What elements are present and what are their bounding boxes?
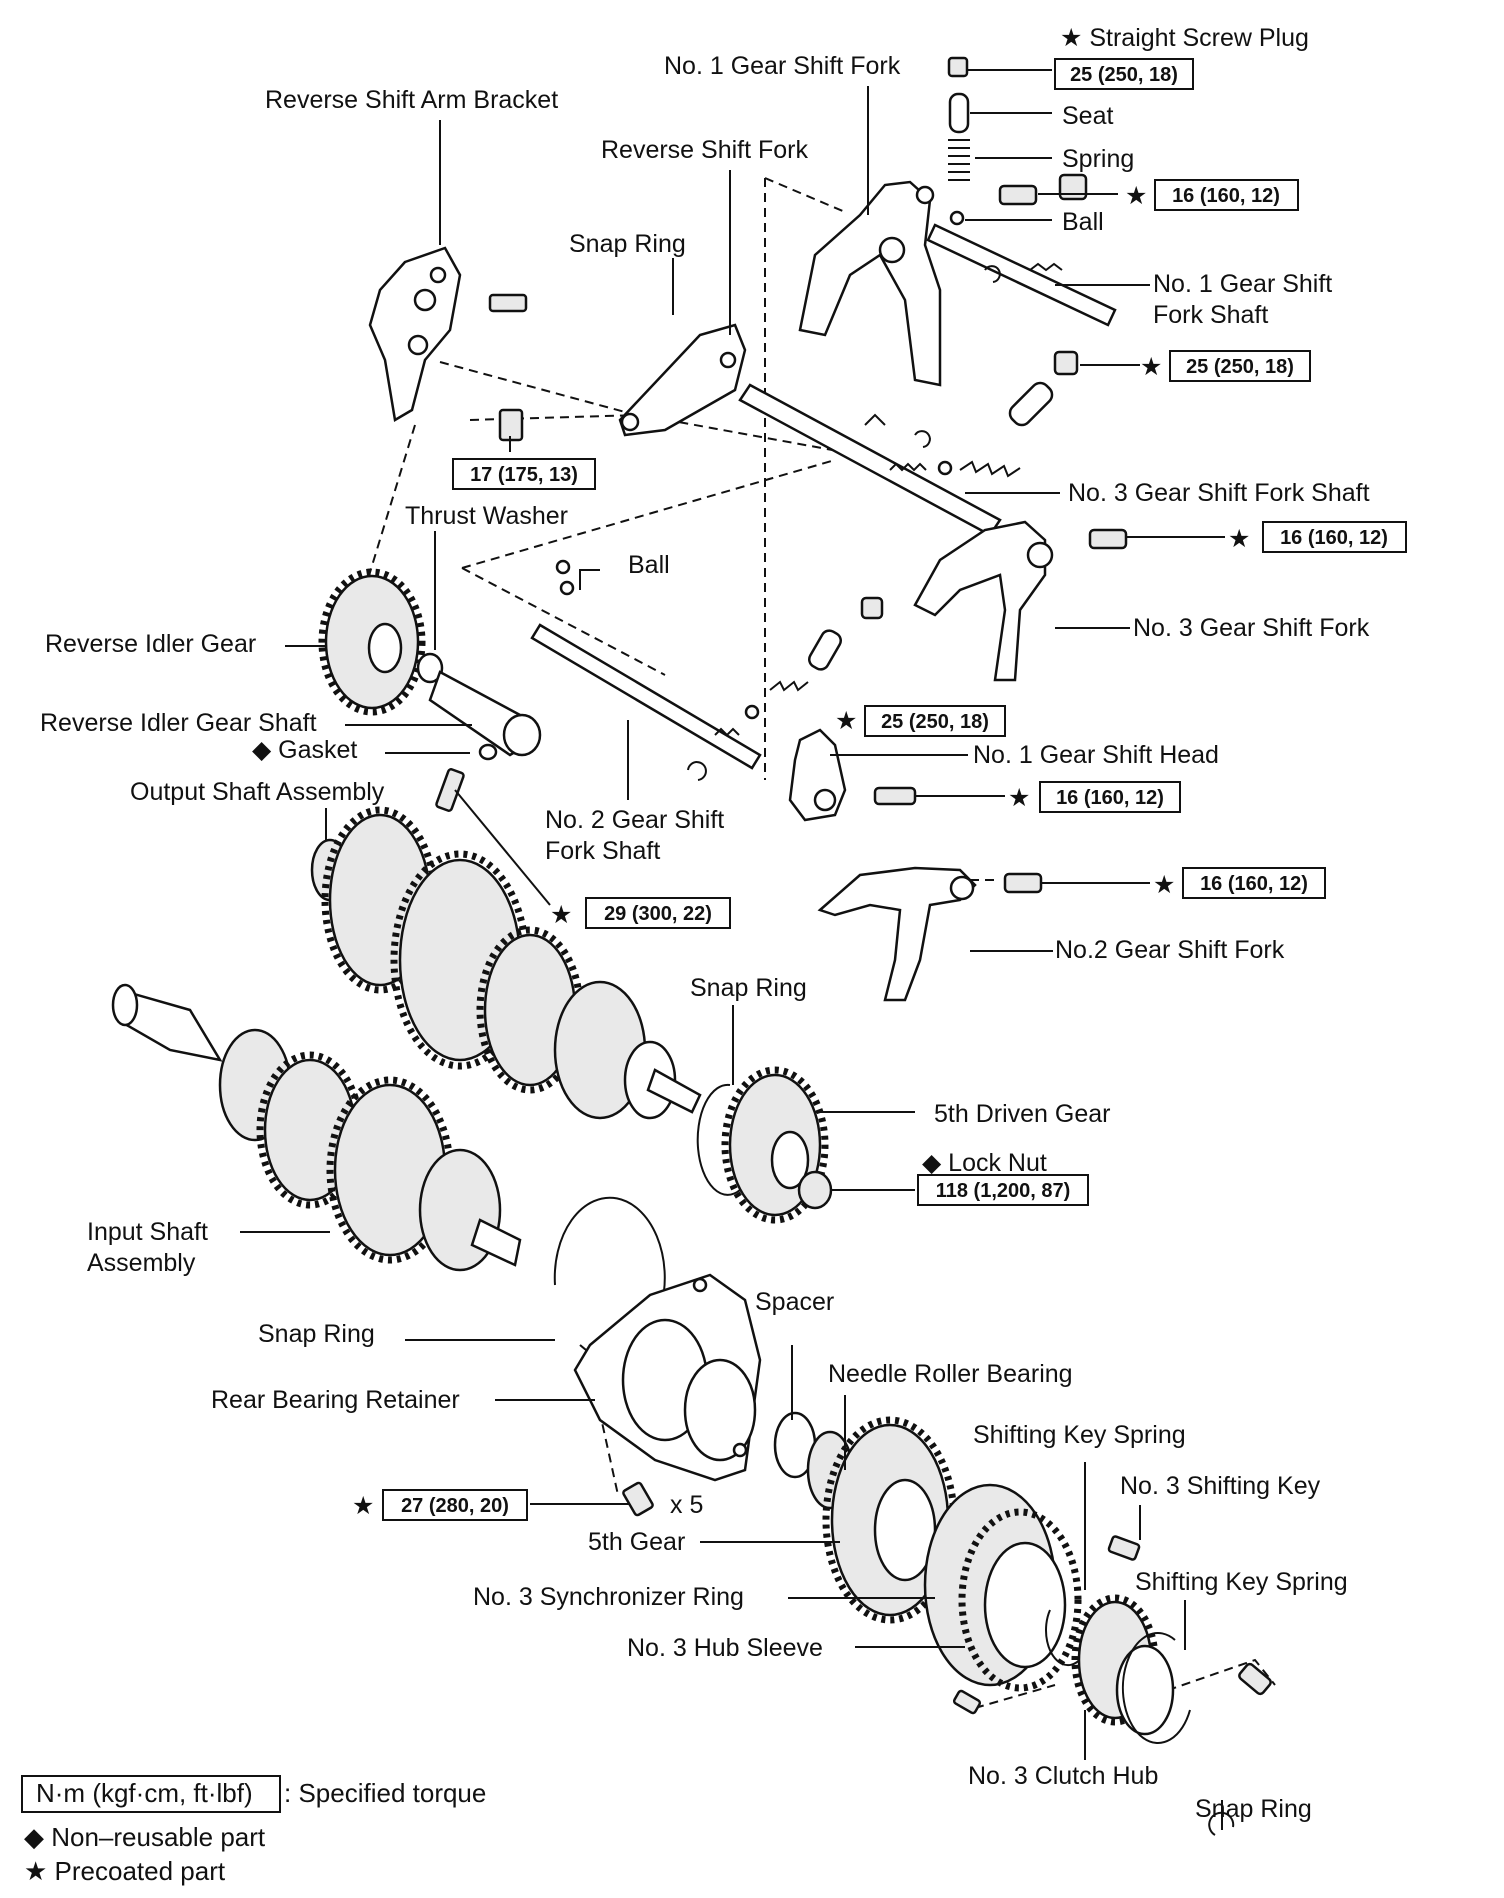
label-no3-synchronizer-ring: No. 3 Synchronizer Ring (473, 1583, 744, 1611)
torque-mid-plug: 25 (250, 18) (881, 711, 989, 733)
label-no3-gear-shift-fork: No. 3 Gear Shift Fork (1133, 614, 1370, 642)
no3-fork-shaft-part (738, 383, 1002, 537)
reverse-idler-gear-part (318, 568, 542, 812)
no1-gear-shift-head-part (788, 728, 917, 822)
no2-fork-shaft-part (530, 559, 762, 781)
torque-plug: 25 (250, 18) (1070, 64, 1178, 86)
torque-output-bolt: 29 (300, 22) (604, 903, 712, 925)
leader-lines (240, 69, 1225, 1830)
input-shaft-assembly-part (111, 983, 522, 1272)
star-marker: ★ (352, 1492, 374, 1520)
rear-bearing-retainer-part (573, 1273, 762, 1517)
fifth-driven-gear-part (696, 1066, 833, 1224)
label-thrust-washer: Thrust Washer (405, 502, 568, 530)
label-spacer: Spacer (755, 1288, 834, 1316)
label-no3-fork-shaft: No. 3 Gear Shift Fork Shaft (1068, 479, 1370, 507)
label-needle-roller-bearing: Needle Roller Bearing (828, 1360, 1073, 1388)
legend-unit-desc: : Specified torque (284, 1778, 486, 1808)
label-reverse-idler-gear-shaft: Reverse Idler Gear Shaft (40, 709, 317, 737)
label-snap-ring-low: Snap Ring (258, 1320, 375, 1348)
star-marker: ★ (1140, 353, 1162, 381)
label-snap-ring-bottom: Snap Ring (1195, 1795, 1312, 1823)
label-reverse-idler-gear: Reverse Idler Gear (45, 630, 256, 658)
label-ball-mid: Ball (628, 551, 670, 579)
label-reverse-shift-fork: Reverse Shift Fork (601, 136, 809, 164)
label-no1-fork-shaft-line2: Fork Shaft (1153, 301, 1268, 329)
label-snap-ring-mid: Snap Ring (690, 974, 807, 1002)
star-marker: ★ (1228, 525, 1250, 553)
label-input-shaft-line1: Input Shaft (87, 1218, 208, 1246)
label-input-shaft-line2: Assembly (87, 1249, 196, 1277)
label-no3-hub-sleeve: No. 3 Hub Sleeve (627, 1634, 823, 1662)
star-marker: ★ (1125, 182, 1147, 210)
label-no2-gear-shift-fork: No.2 Gear Shift Fork (1055, 936, 1285, 964)
torque-ball-plug: 16 (160, 12) (1172, 185, 1280, 207)
label-no3-clutch-hub: No. 3 Clutch Hub (968, 1762, 1158, 1790)
label-shifting-key-spring-right: Shifting Key Spring (1135, 1568, 1348, 1596)
right-plug-spring-seat (937, 350, 1079, 478)
legend-non-reusable: ◆ Non–reusable part (24, 1822, 266, 1852)
label-lock-nut: ◆ Lock Nut (922, 1149, 1047, 1177)
label-rear-bearing-retainer: Rear Bearing Retainer (211, 1386, 460, 1414)
part-labels: ★ Straight Screw Plug No. 1 Gear Shift F… (40, 24, 1370, 1823)
label-no3-shifting-key: No. 3 Shifting Key (1120, 1472, 1321, 1500)
torque-no2-fork-bolt: 16 (160, 12) (1200, 873, 1308, 895)
legend: N·m (kgf·cm, ft·lbf) : Specified torque … (21, 1775, 486, 1886)
label-no1-gear-shift-fork: No. 1 Gear Shift Fork (664, 52, 901, 80)
label-no2-fork-shaft-line1: No. 2 Gear Shift (545, 806, 724, 834)
star-marker: ★ (835, 707, 857, 735)
label-snap-ring-top: Snap Ring (569, 230, 686, 258)
label-output-shaft-assembly: Output Shaft Assembly (130, 778, 385, 806)
torque-no3-fork-bolt: 16 (160, 12) (1280, 527, 1388, 549)
star-marker: ★ (550, 901, 572, 929)
torque-bracket-bolt: 17 (175, 13) (470, 464, 578, 486)
label-reverse-shift-arm-bracket: Reverse Shift Arm Bracket (265, 86, 558, 114)
torque-specs: 25 (250, 18) ★ 16 (160, 12) ★ 25 (250, 1… (352, 58, 1407, 1521)
star-marker: ★ (1153, 871, 1175, 899)
mid-plug-spring-seat (769, 596, 884, 692)
label-shifting-key-spring-top: Shifting Key Spring (973, 1421, 1186, 1449)
label-x5: x 5 (670, 1491, 703, 1519)
label-ball-top: Ball (1062, 208, 1104, 236)
star-marker: ★ (1008, 784, 1030, 812)
screw-plug-seat-spring-ball (947, 56, 1038, 226)
torque-lock-nut: 118 (1,200, 87) (936, 1180, 1071, 1202)
no3-gear-shift-fork-part (913, 520, 1128, 682)
synchronizer-stack-part (923, 1483, 1272, 1836)
reverse-shift-fork-part (618, 323, 747, 437)
label-straight-screw-plug: ★ Straight Screw Plug (1060, 24, 1309, 52)
label-no1-fork-shaft-line1: No. 1 Gear Shift (1153, 270, 1332, 298)
label-seat: Seat (1062, 102, 1113, 130)
label-fifth-gear: 5th Gear (588, 1528, 685, 1556)
legend-precoated: ★ Precoated part (24, 1856, 226, 1886)
torque-retainer-bolt: 27 (280, 20) (401, 1495, 509, 1517)
output-shaft-assembly-part (310, 806, 702, 1120)
label-spring: Spring (1062, 145, 1134, 173)
legend-unit-box: N·m (kgf·cm, ft·lbf) (36, 1778, 253, 1808)
label-no1-gear-shift-head: No. 1 Gear Shift Head (973, 741, 1219, 769)
label-fifth-driven-gear: 5th Driven Gear (934, 1100, 1110, 1128)
label-gasket: ◆ Gasket (252, 736, 357, 764)
no1-gear-shift-fork-part (798, 180, 942, 387)
torque-no1-head-bolt: 16 (160, 12) (1056, 787, 1164, 809)
label-no2-fork-shaft-line2: Fork Shaft (545, 837, 660, 865)
torque-no1-shaft-plug: 25 (250, 18) (1186, 356, 1294, 378)
reverse-shift-arm-bracket-part (368, 246, 528, 442)
no2-gear-shift-fork-part (817, 866, 1043, 1002)
